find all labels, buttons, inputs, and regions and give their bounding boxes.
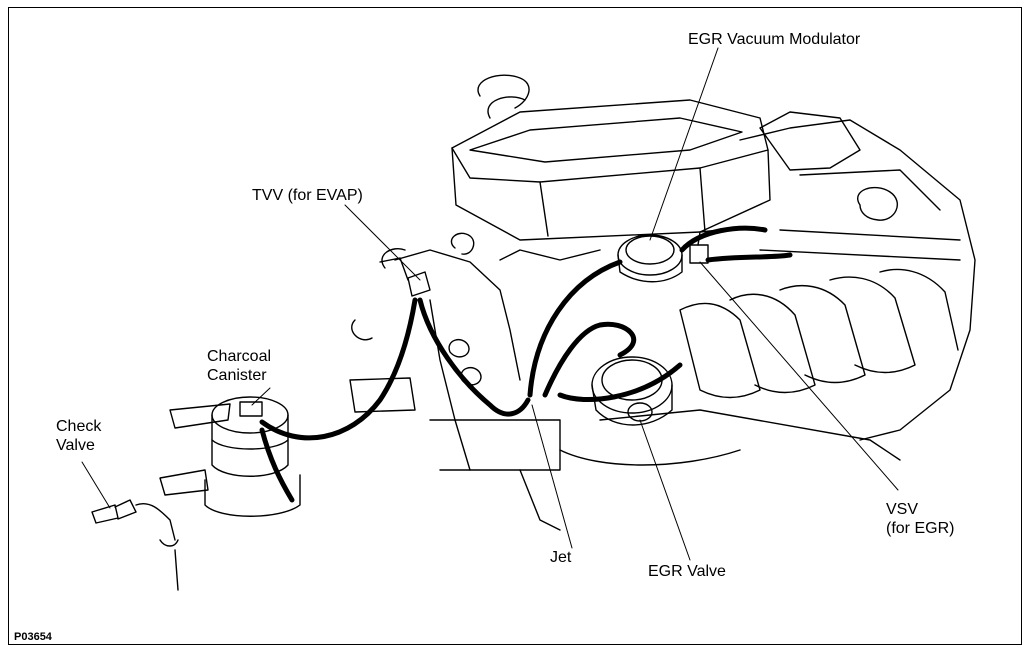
label-egr-vacuum-modulator: EGR Vacuum Modulator xyxy=(688,31,861,48)
label-jet: Jet xyxy=(550,549,572,566)
label-vsv-line2: (for EGR) xyxy=(886,520,955,537)
label-check-valve-line2: Valve xyxy=(56,437,95,454)
engine-block xyxy=(349,232,601,531)
intake-plenum xyxy=(451,74,771,241)
label-egr-valve: EGR Valve xyxy=(648,563,726,580)
vacuum-hoses xyxy=(259,225,793,503)
label-charcoal-canister-line1: Charcoal xyxy=(207,348,272,365)
label-check-valve-line1: Check xyxy=(56,418,102,435)
cylinder-head xyxy=(739,111,976,441)
egr-vacuum-modulator xyxy=(617,234,683,283)
label-vsv: VSV (for EGR) xyxy=(886,500,954,538)
leader-lines xyxy=(81,47,899,561)
label-charcoal-canister-line2: Canister xyxy=(207,367,267,384)
label-charcoal-canister: Charcoal Canister xyxy=(207,347,271,385)
check-valve xyxy=(91,499,179,591)
label-vsv-line1: VSV xyxy=(886,501,919,518)
tvv-for-evap xyxy=(379,257,431,297)
label-tvv: TVV (for EVAP) xyxy=(252,187,363,204)
label-check-valve: Check Valve xyxy=(56,417,101,455)
figure-frame xyxy=(8,7,1022,645)
charcoal-canister xyxy=(159,396,301,517)
egr-valve xyxy=(591,356,673,426)
intake-runners xyxy=(559,268,959,466)
figure-reference: P03654 xyxy=(14,631,52,643)
